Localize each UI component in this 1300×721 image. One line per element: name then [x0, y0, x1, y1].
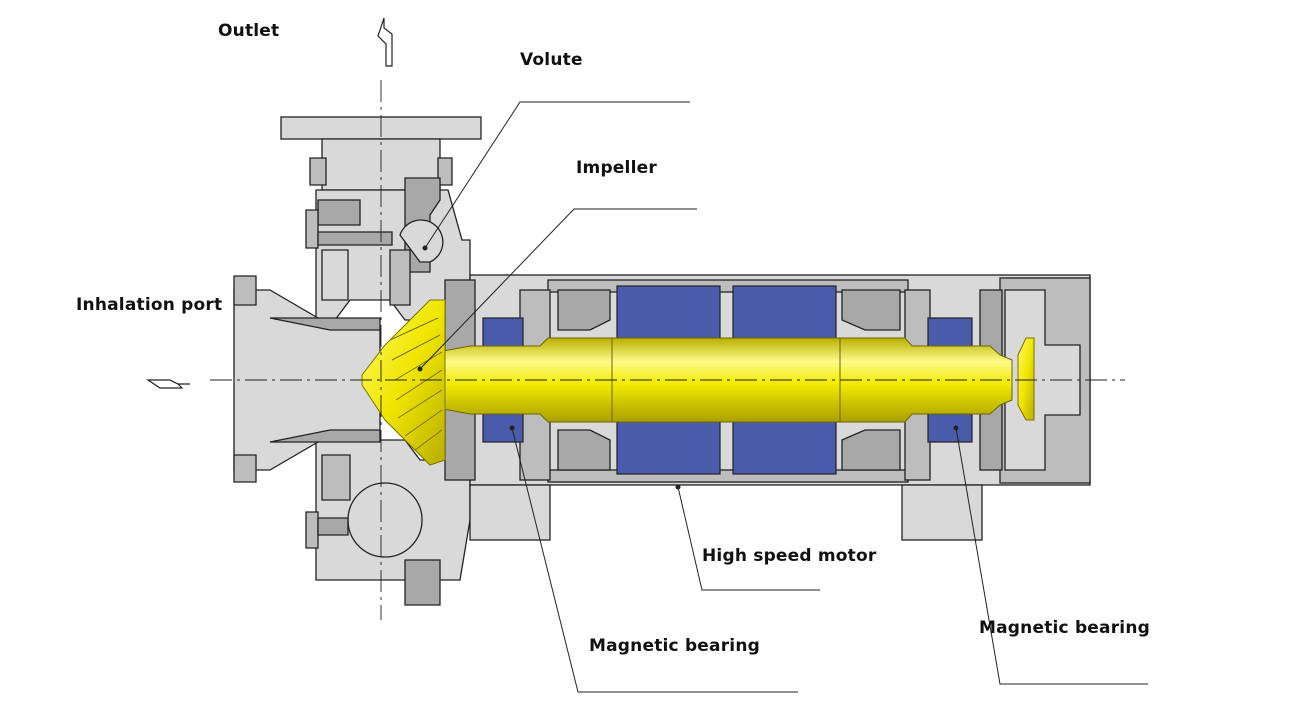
label-high-speed-motor: High speed motor — [702, 546, 877, 566]
label-magnetic-bearing-front: Magnetic bearing — [589, 636, 760, 656]
stator-core-right — [732, 285, 837, 344]
callout-dots — [417, 245, 959, 490]
label-inhalation-port: Inhalation port — [76, 295, 223, 315]
stator-core-left — [616, 285, 721, 344]
leader-impeller — [419, 208, 697, 370]
leader-bearing-front — [511, 427, 798, 693]
volute-casing-upper — [305, 177, 471, 321]
front-bearing-upper — [482, 317, 524, 349]
thrust-disc — [1017, 337, 1035, 421]
centerlines — [210, 80, 1125, 620]
impeller — [361, 299, 446, 466]
stator-core-left-lower — [616, 416, 721, 475]
label-impeller: Impeller — [576, 158, 657, 178]
magnetic-bearings — [482, 317, 973, 443]
front-bearing-lower — [482, 411, 524, 443]
leader-motor — [677, 486, 820, 591]
volute-casing-lower — [305, 439, 471, 606]
rear-bearing-lower — [927, 411, 973, 443]
rear-bearing-upper — [927, 317, 973, 349]
leader-volute — [424, 101, 690, 249]
stator-core-right-lower — [732, 416, 837, 475]
leader-bearing-rear — [955, 427, 1148, 685]
label-volute: Volute — [520, 50, 583, 70]
label-outlet: Outlet — [218, 21, 280, 41]
flow-arrows — [146, 17, 393, 389]
label-magnetic-bearing-rear: Magnetic bearing — [979, 618, 1150, 638]
motor-stator — [616, 285, 837, 475]
callout-lines — [419, 101, 1148, 693]
